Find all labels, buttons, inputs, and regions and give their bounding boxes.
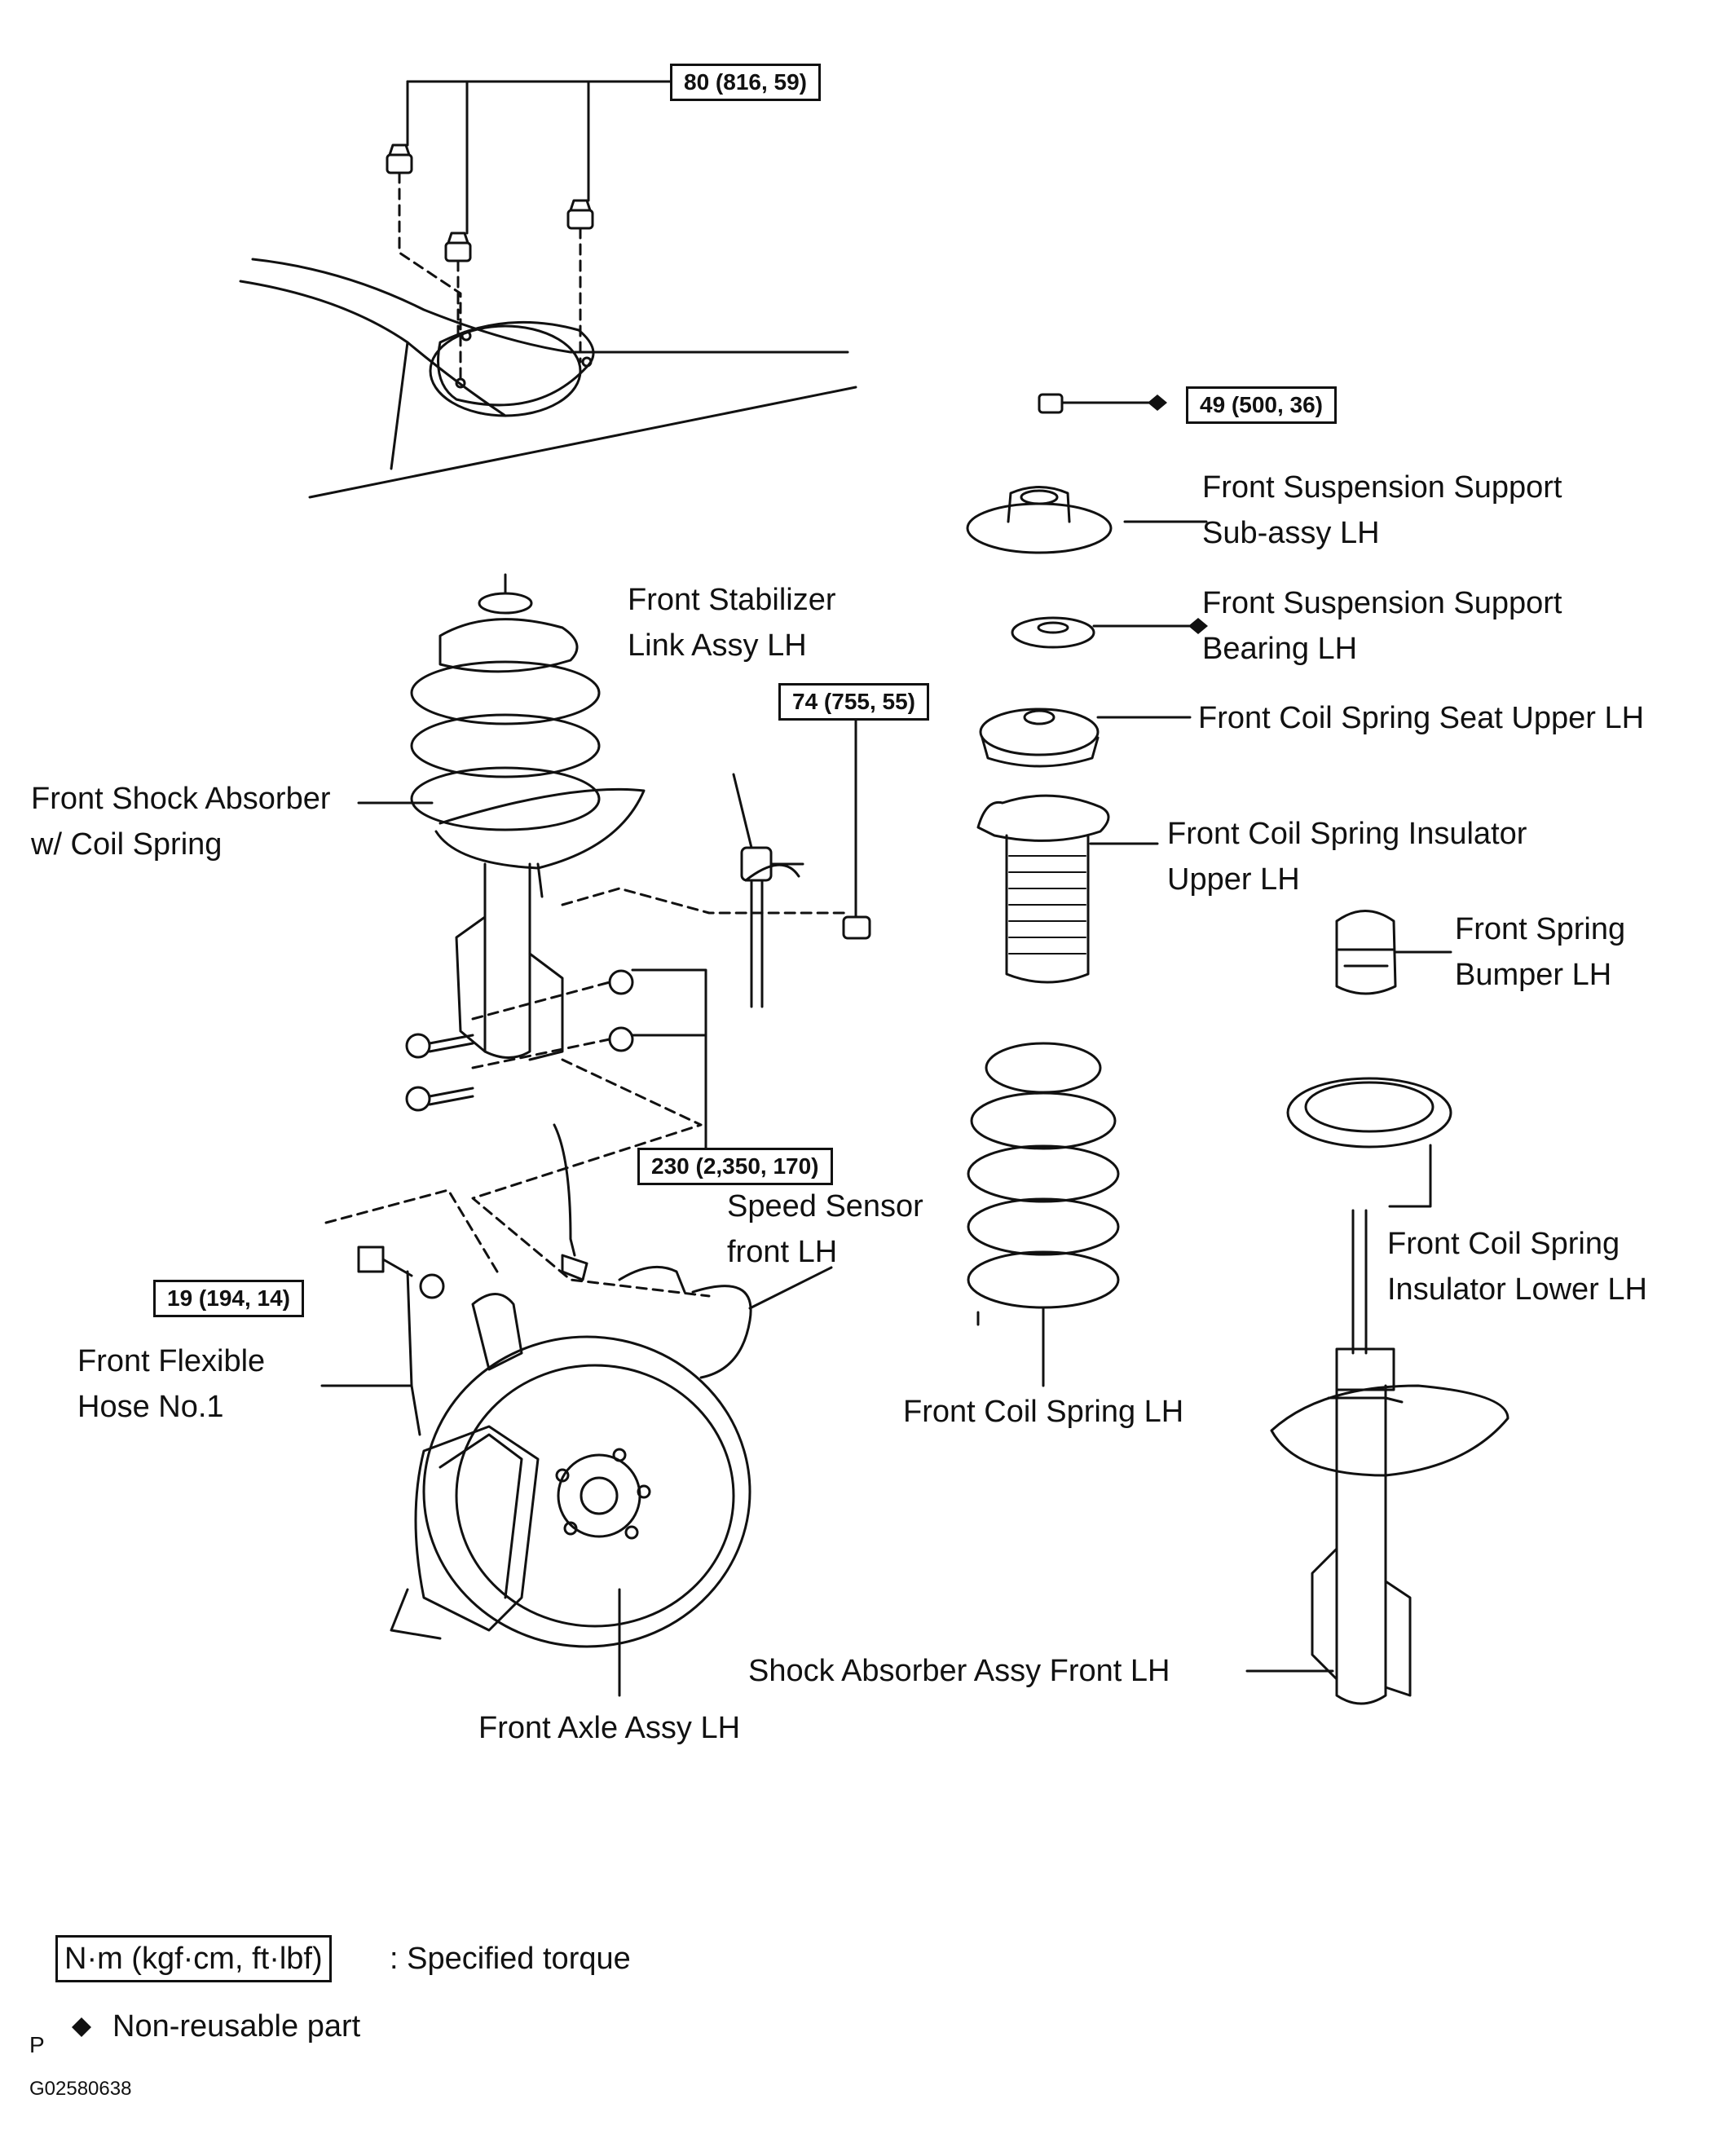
label-spring-bumper-1: Front Spring bbox=[1455, 912, 1626, 946]
label-insulator-lower-2: Insulator Lower LH bbox=[1387, 1272, 1647, 1307]
label-speed-sensor-1: Speed Sensor bbox=[727, 1189, 923, 1223]
spring-seat-upper bbox=[979, 708, 1192, 768]
top-mount-nuts bbox=[386, 143, 594, 262]
label-insulator-upper-1: Front Coil Spring Insulator bbox=[1167, 817, 1527, 851]
support-bearing bbox=[1011, 616, 1200, 649]
leader-lines bbox=[357, 801, 980, 1326]
insulator-lower bbox=[1286, 1077, 1452, 1208]
torque-knuckle-bolts: 230 (2,350, 170) bbox=[637, 1148, 833, 1185]
stabilizer-link bbox=[732, 708, 871, 1008]
label-support-subassy-1: Front Suspension Support bbox=[1202, 470, 1562, 505]
figure-id: G02580638 bbox=[29, 2078, 132, 2100]
insulator-upper bbox=[976, 794, 1159, 984]
torque-stabilizer-nut: 74 (755, 55) bbox=[778, 683, 929, 721]
spring-bumper bbox=[1335, 910, 1452, 995]
label-shock-w-spring-2: w/ Coil Spring bbox=[31, 827, 223, 862]
label-insulator-upper-2: Upper LH bbox=[1167, 862, 1300, 897]
suspension-support bbox=[966, 486, 1208, 554]
legend-nonreusable-text: Non-reusable part bbox=[112, 2009, 361, 2044]
speed-sensor bbox=[553, 1123, 833, 1379]
label-flexible-hose-1: Front Flexible bbox=[77, 1344, 266, 1378]
label-stabilizer-link-1: Front Stabilizer bbox=[628, 583, 836, 617]
footer-letter: P bbox=[29, 2032, 45, 2057]
label-insulator-lower-1: Front Coil Spring bbox=[1387, 1227, 1620, 1261]
label-axle-assy: Front Axle Assy LH bbox=[478, 1711, 741, 1745]
flexible-hose bbox=[320, 1246, 445, 1436]
label-spring-seat-upper: Front Coil Spring Seat Upper LH bbox=[1198, 701, 1645, 735]
label-stabilizer-link-2: Link Assy LH bbox=[628, 628, 807, 663]
body-panel bbox=[239, 258, 857, 499]
label-support-bearing-2: Bearing LH bbox=[1202, 632, 1358, 666]
shock-absorber-assy bbox=[1245, 1209, 1509, 1705]
torque-support-nut: 49 (500, 36) bbox=[1186, 386, 1337, 424]
label-flexible-hose-2: Hose No.1 bbox=[77, 1390, 224, 1424]
label-spring-bumper-2: Bumper LH bbox=[1455, 958, 1612, 992]
coil-spring bbox=[967, 1042, 1120, 1387]
torque-top-mount-nuts: 80 (816, 59) bbox=[670, 64, 821, 101]
legend-torque-box: N·m (kgf·cm, ft·lbf) bbox=[55, 1935, 332, 1982]
label-coil-spring: Front Coil Spring LH bbox=[903, 1395, 1184, 1429]
strut-assembled bbox=[410, 573, 646, 1061]
label-support-subassy-2: Sub-assy LH bbox=[1202, 516, 1380, 550]
label-support-bearing-1: Front Suspension Support bbox=[1202, 586, 1562, 620]
label-shock-w-spring-1: Front Shock Absorber bbox=[31, 782, 331, 816]
label-speed-sensor-2: front LH bbox=[727, 1235, 838, 1269]
label-shock-assy: Shock Absorber Assy Front LH bbox=[748, 1654, 1170, 1688]
axle-assembly bbox=[390, 1293, 751, 1697]
support-nut bbox=[1038, 393, 1159, 414]
knuckle-bolts bbox=[405, 968, 707, 1159]
legend-torque-text: : Specified torque bbox=[390, 1942, 631, 1976]
torque-hose-bolt: 19 (194, 14) bbox=[153, 1280, 304, 1317]
